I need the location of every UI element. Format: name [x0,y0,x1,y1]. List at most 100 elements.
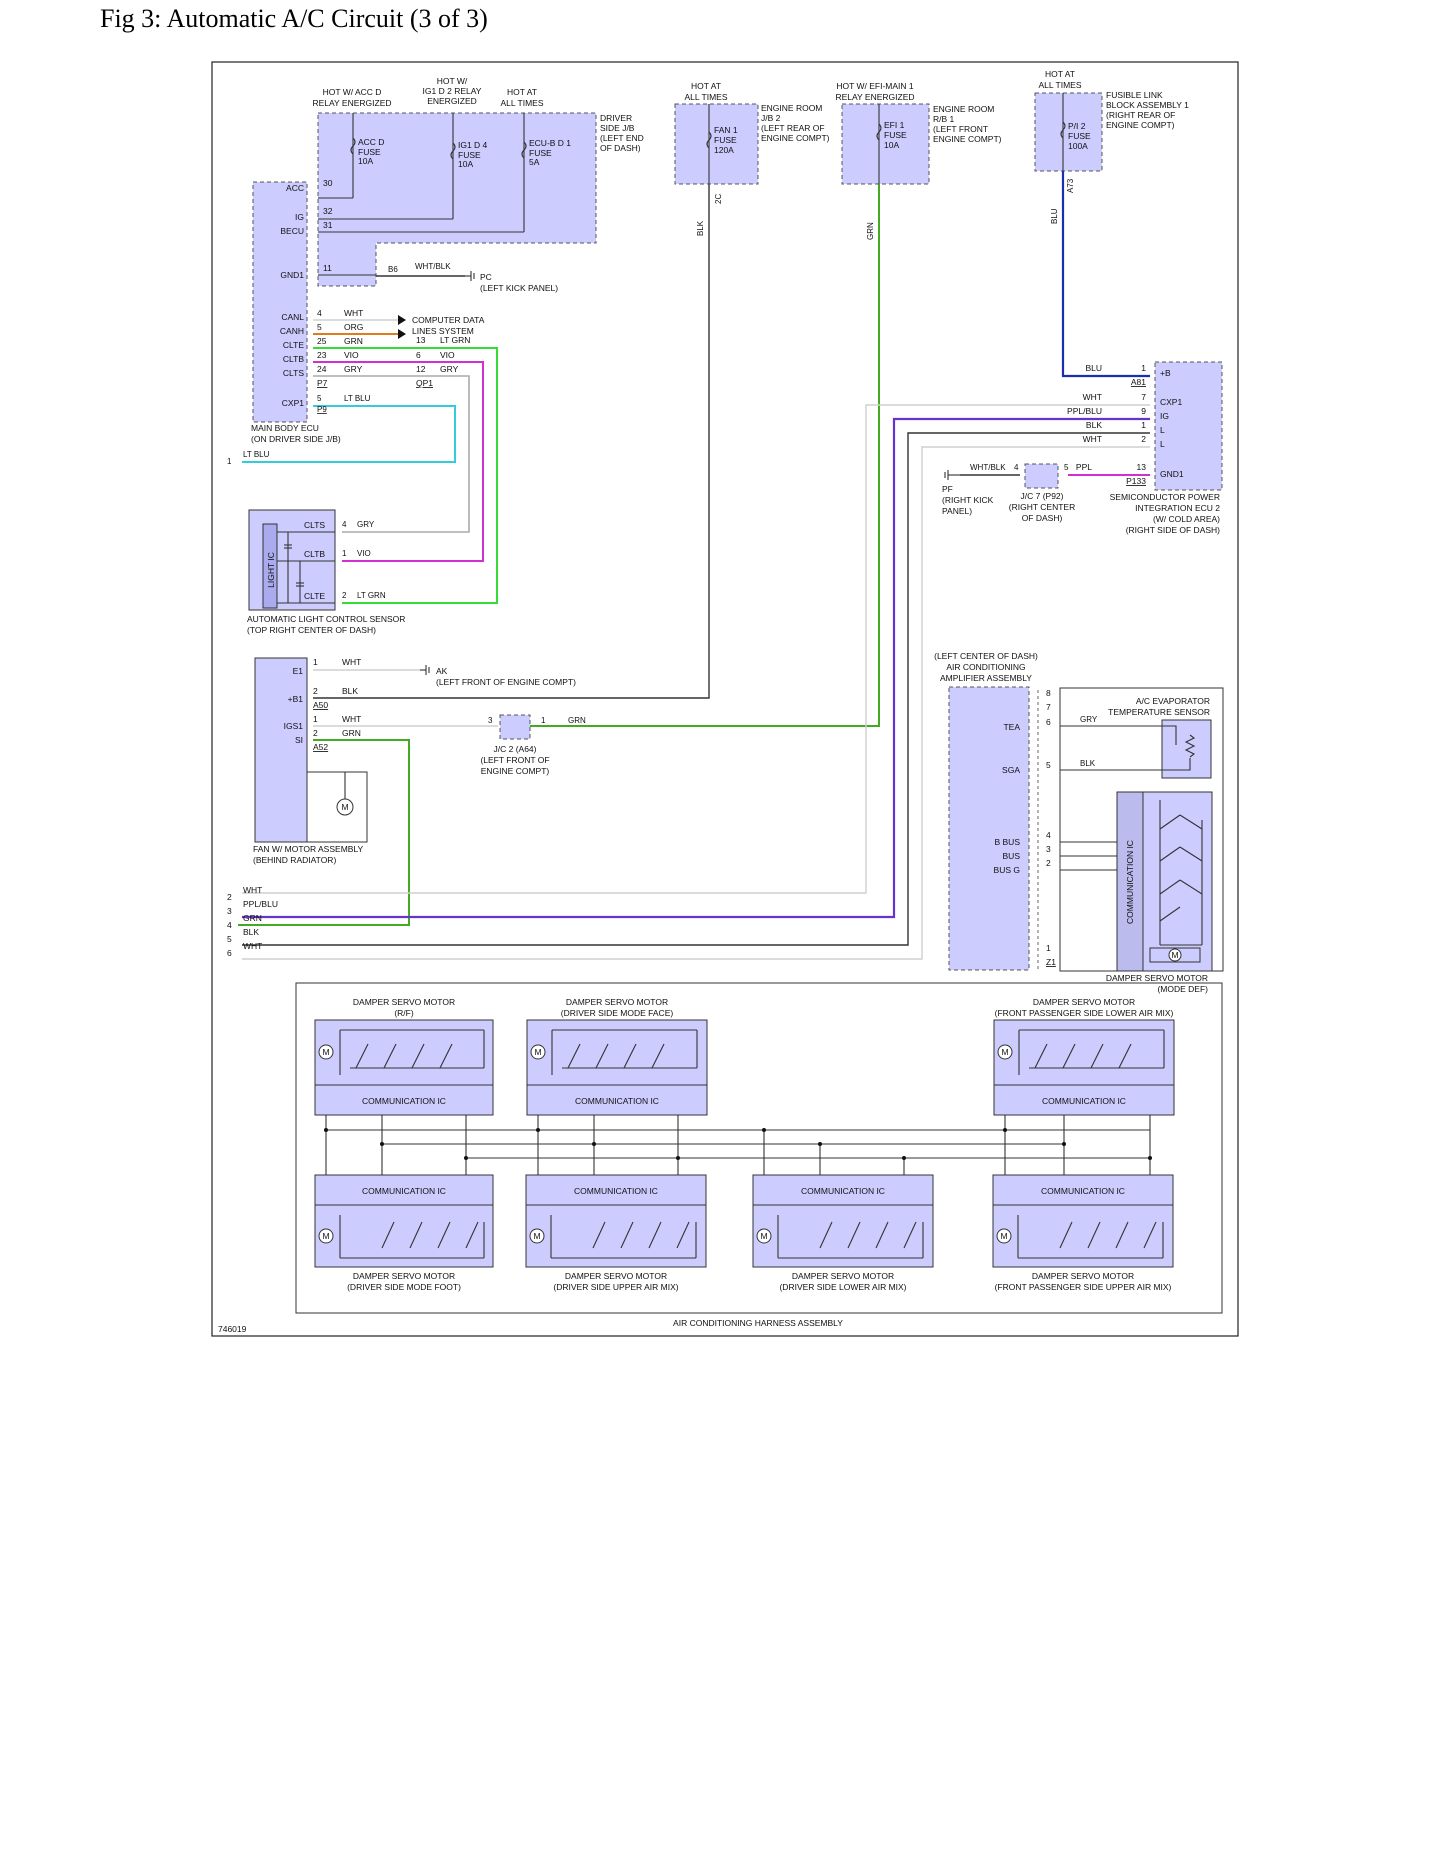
gnd1-wire-color: WHT/BLK [415,262,451,271]
jc2-box [499,714,531,740]
amp-pin-bbus: B BUS [994,837,1020,847]
servo-bus-drops [325,1115,1151,1175]
hot-acc-label: HOT W/ ACC D [323,87,382,97]
amp-num-7: 7 [1046,702,1051,712]
spi-conn-a81: A81 [1131,377,1146,387]
amp-conn-z1: Z1 [1046,957,1056,967]
servo-duam-motor-icon [529,1228,545,1244]
acc-fuse-type: FUSE [358,147,381,157]
amp-num-6: 6 [1046,717,1051,727]
jc7-label: J/C 7 (P92) (RIGHT CENTER OF DASH) [1009,491,1075,523]
amp-name-2: AIR CONDITIONING [946,662,1025,672]
amp-num-8: 8 [1046,688,1051,698]
fan-si-wire [238,739,410,926]
hot-all2-label: HOT AT [691,81,721,91]
driver-jb-label: DRIVER SIDE J/B (LEFT END OF DASH) [600,113,644,153]
fl-label-1: FUSIBLE LINK [1106,90,1163,100]
pi2-fuse-type: FUSE [1068,131,1091,141]
ecub-fuse-rating: 5A [529,157,540,167]
servo-dlam-ic-box [752,1174,934,1206]
cltb-pin: 23 [317,350,327,360]
engine-jb2-label: ENGINE ROOM J/B 2 (LEFT REAR OF ENGINE C… [761,103,830,143]
ecub-fuse-type: FUSE [529,148,552,158]
fan-motor-location: (BEHIND RADIATOR) [253,855,336,865]
ground-pf-icon [944,470,960,480]
clt-inline-conn: QP1 [416,378,433,388]
mode-def-ic-label: COMMUNICATION IC [1125,840,1135,924]
servo-rf-body [314,1019,494,1086]
servo-face-name: DAMPER SERVO MOTOR [566,997,668,1007]
spi-num-9: 9 [1141,406,1146,416]
servo-fplam-motor-symbol: M [1001,1047,1008,1057]
cxp1-ltblu-wire [242,405,456,463]
servo-fpuam-body [992,1204,1174,1268]
ls-wire-vio: VIO [357,549,371,558]
hot-efi-label: HOT W/ EFI-MAIN 1 [836,81,914,91]
ecu-pin-gnd1: GND1 [280,270,304,280]
servo-foot-switches [339,1215,485,1259]
spi-num-1: 1 [1141,363,1146,373]
fan-wire-igs1: WHT [342,714,361,724]
fusible-link-label: FUSIBLE LINK BLOCK ASSEMBLY 1 (RIGHT REA… [1106,90,1189,130]
servo-fplam-switches [1018,1029,1165,1075]
servo-duam-switches [550,1215,697,1259]
bus-color-grn: GRN [243,913,262,923]
can-pin-nums: 4 5 WHT ORG [317,308,363,332]
thermistor-icon [1184,734,1196,758]
servo-fpuam-motor-icon [996,1228,1012,1244]
fl-label-4: ENGINE COMPT) [1106,120,1175,130]
fan-fuse-name: FAN 1 [714,125,738,135]
mode-def-motor-icon [1168,948,1182,962]
light-sensor-name: AUTOMATIC LIGHT CONTROL SENSOR [247,614,405,624]
canh-pin: 5 [317,322,322,332]
servo-fplam-body [993,1019,1175,1086]
clte-color: GRN [344,336,363,346]
diagram-border [211,61,1239,1337]
servo-dlam-switches [777,1215,924,1259]
servo-foot-location: (DRIVER SIDE MODE FOOT) [347,1282,461,1292]
driver-jb-box [317,112,597,287]
spi-pin-l2: L [1160,439,1165,449]
hot-ig1-label: HOT W/ [437,76,468,86]
source-labels: HOT W/ ACC D RELAY ENERGIZED HOT W/ IG1 … [312,69,1081,108]
mode-def-location: (MODE DEF) [1157,984,1208,994]
clts-wire [313,375,470,533]
servo-foot-motor-symbol: M [322,1231,329,1241]
spi-pin-cxp1: CXP1 [1160,397,1182,407]
servo-duam-ic-box [525,1174,707,1206]
damper-servo-driver-upper-air-mix: COMMUNICATION IC M DAMPER SERVO MOTOR (D… [525,1174,707,1292]
erb1-label-4: ENGINE COMPT) [933,134,1002,144]
jc7-pin-4: 4 [1014,463,1019,472]
jc2-label-3: ENGINE COMPT) [481,766,550,776]
cxp1-pin: 5 [317,394,322,403]
sga-wire-color: BLK [1080,759,1096,768]
amp-pin-sga: SGA [1002,765,1020,775]
hot-all3-label-2: ALL TIMES [1039,80,1082,90]
servo-bus-lines [326,1129,1150,1159]
hot-all1-label-2: ALL TIMES [501,98,544,108]
bus-color-blk: BLK [243,927,259,937]
spi-wire-wht2: WHT [1083,434,1102,444]
mode-def-motor-box [1149,947,1201,963]
servo-fplam-ic-box [993,1084,1175,1116]
servo-face-location: (DRIVER SIDE MODE FACE) [561,1008,674,1018]
efi-fuse-rating: 10A [884,140,899,150]
ig-pplblu-wire [242,417,1150,919]
fl-label-2: BLOCK ASSEMBLY 1 [1106,100,1189,110]
ecu-pin-cltb: CLTB [283,354,304,364]
mode-def-switches [1159,800,1203,946]
ig1-fuse-type: FUSE [458,150,481,160]
canl-color: WHT [344,308,363,318]
servo-dlam-motor-icon [756,1228,772,1244]
fan-motor-box [306,771,368,843]
amp-num-2: 2 [1046,858,1051,868]
fan-fuse-icon [706,131,712,149]
servo-fpuam-name: DAMPER SERVO MOTOR [1032,1271,1134,1281]
jc2-label-1: J/C 2 (A64) [494,744,537,754]
servo-face-motor-symbol: M [534,1047,541,1057]
ecu-pin-clte: CLTE [283,340,304,350]
main-body-ecu [252,181,308,423]
amp-name-3: AMPLIFIER ASSEMBLY [940,673,1032,683]
spi-wire-pplblu: PPL/BLU [1067,406,1102,416]
servo-face-motor-icon [530,1044,546,1060]
